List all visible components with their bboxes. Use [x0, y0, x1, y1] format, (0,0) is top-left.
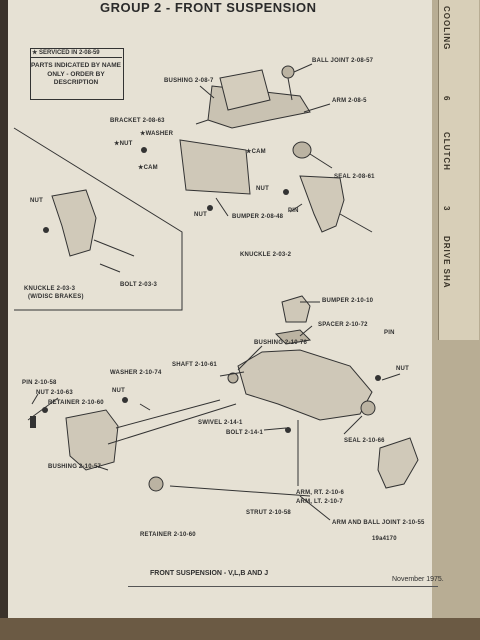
bolt-head	[285, 427, 291, 433]
label-bushing-2-08-7: BUSHING 2-08-7	[164, 78, 214, 84]
label-washer: ★WASHER	[140, 131, 174, 137]
lower-bumper-shape	[281, 295, 311, 323]
strut-lower-bar	[107, 403, 237, 445]
inset-bolt	[99, 263, 121, 273]
pin-2-10-58	[30, 416, 36, 428]
upper-bracket-shape	[219, 69, 271, 111]
label-ball-joint: BALL JOINT 2-08-57	[312, 58, 374, 64]
strut-rod	[169, 485, 311, 497]
tab-clutch[interactable]: CLUTCH	[438, 126, 479, 200]
label-pin-2-10-58: PIN 2-10-58	[22, 380, 57, 386]
footer-rule	[128, 586, 438, 587]
label-arm-2-08-5: ARM 2-08-5	[332, 98, 367, 104]
legend-box	[30, 48, 124, 100]
footer-caption: FRONT SUSPENSION - V,L,B AND J	[150, 570, 269, 577]
label-nut-inset: NUT	[30, 198, 43, 204]
tab-drive-shaft[interactable]: DRIVE SHA	[438, 230, 479, 340]
ball-joint-stud	[287, 77, 293, 101]
strut-bracket-shape	[65, 409, 119, 471]
nut-2-10-63	[42, 407, 48, 413]
label-arm-lt: ARM, LT. 2-10-7	[296, 499, 343, 505]
inset-nut	[43, 227, 49, 233]
lower-seal-shape	[360, 400, 376, 416]
label-pin-right: PIN	[384, 330, 395, 336]
lower-knuckle-shape	[377, 437, 419, 489]
lower-arm-shape	[237, 349, 373, 421]
upper-nut	[207, 205, 213, 211]
figure-id: 19a4170	[372, 536, 397, 542]
label-bumper-2-10-10: BUMPER 2-10-10	[322, 298, 374, 304]
label-bushing-2-10-76: BUSHING 2-10-76	[254, 340, 308, 346]
legend-serviced: ★ SERVICED IN 2-08-59	[30, 48, 122, 58]
retainer-shape	[148, 476, 164, 492]
cam-nut	[141, 147, 147, 153]
tab-6[interactable]: 6	[438, 90, 479, 126]
label-disc-brakes: (W/DISC BRAKES)	[28, 294, 84, 300]
upper-knuckle-spindle	[339, 213, 373, 233]
label-spacer: SPACER 2-10-72	[318, 322, 368, 328]
page-title: GROUP 2 - FRONT SUSPENSION	[100, 0, 317, 15]
label-strut: STRUT 2-10-58	[246, 510, 291, 516]
inset-border	[13, 127, 183, 311]
label-knuckle-2-03-2: KNUCKLE 2-03-2	[240, 252, 292, 258]
label-bracket: BRACKET 2-08-63	[110, 118, 165, 124]
tab-3[interactable]: 3	[438, 200, 479, 230]
label-retainer-lower: RETAINER 2-10-60	[140, 532, 196, 538]
label-nut-top: ★NUT	[114, 141, 133, 147]
label-seal-2-08-61: SEAL 2-08-61	[334, 174, 375, 180]
label-cam-right: ★CAM	[246, 149, 266, 155]
label-pin-upper: PIN	[288, 208, 299, 214]
spacer-shape	[274, 329, 312, 345]
label-swivel: SWIVEL 2-14-1	[198, 420, 243, 426]
label-nut-right: NUT	[396, 366, 409, 372]
label-bushing-2-10-57: BUSHING 2-10-57	[48, 464, 102, 470]
label-cam-top: ★CAM	[138, 165, 158, 171]
label-shaft: SHAFT 2-10-61	[172, 362, 217, 368]
legend-parts-note: PARTS INDICATED BY NAME ONLY - ORDER BY …	[31, 62, 121, 86]
label-nut-upper-mid: NUT	[194, 212, 207, 218]
upper-seal-shape	[292, 141, 312, 159]
lower-right-nut	[375, 375, 381, 381]
label-nut-upper-right: NUT	[256, 186, 269, 192]
index-tabs: COOLING 6 CLUTCH 3 DRIVE SHA	[432, 0, 480, 640]
label-bumper-2-08-48: BUMPER 2-08-48	[232, 214, 284, 220]
label-bolt-2-03-3: BOLT 2-03-3	[120, 282, 158, 288]
inset-knuckle-spindle	[93, 239, 135, 257]
frame-bracket-shape	[179, 139, 251, 195]
strut-upper-bar	[115, 399, 221, 429]
upper-knuckle-shape	[299, 175, 345, 233]
label-knuckle-2-03-3: KNUCKLE 2-03-3	[24, 286, 76, 292]
inset-knuckle-shape	[51, 189, 97, 257]
desk-surface	[0, 618, 480, 640]
label-seal-2-10-66: SEAL 2-10-66	[344, 438, 385, 444]
footer-date: November 1975.	[392, 576, 444, 583]
upper-right-nut	[283, 189, 289, 195]
bushing-shape	[227, 372, 239, 384]
label-retainer-upper: RETAINER 2-10-60	[48, 400, 104, 406]
lower-left-nut	[122, 397, 128, 403]
label-bolt-2-14-1: BOLT 2-14-1	[226, 430, 264, 436]
label-arm-rt: ARM, RT. 2-10-6	[296, 490, 345, 496]
tab-cooling[interactable]: COOLING	[438, 0, 479, 90]
label-nut-left: NUT	[112, 388, 125, 394]
label-nut-2-10-63: NUT 2-10-63	[36, 390, 73, 396]
label-washer-2-10-74: WASHER 2-10-74	[110, 370, 162, 376]
label-arm-ball-joint: ARM AND BALL JOINT 2-10-55	[332, 520, 425, 526]
ball-joint-shape	[281, 65, 295, 79]
